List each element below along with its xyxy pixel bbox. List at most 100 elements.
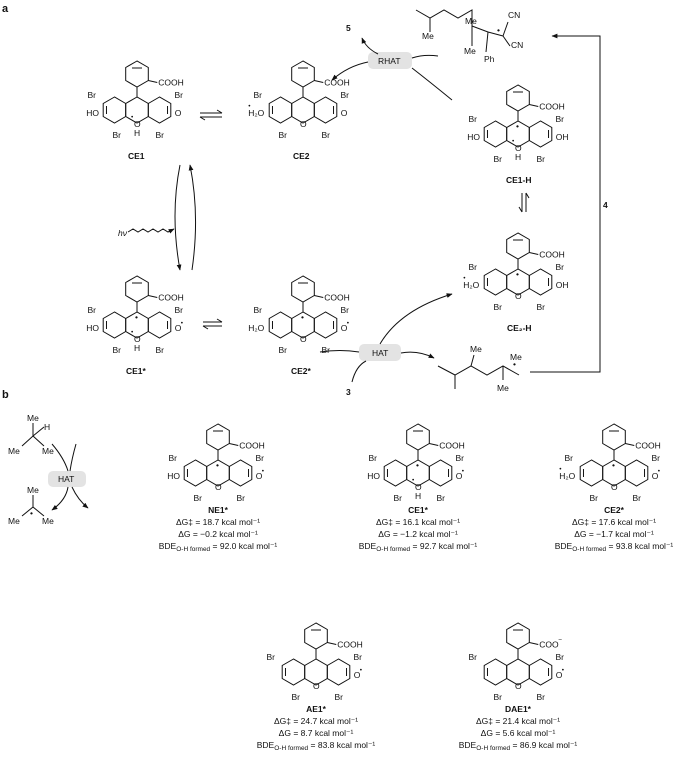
carboxyl-label: COOH	[324, 78, 350, 88]
compound-card: CE2* ΔG‡ = 17.6 kcal mol⁻¹ ΔG = −1.7 kcal …	[555, 505, 674, 553]
arrow-to-ce1h	[411, 67, 453, 101]
radical-dot: •	[30, 508, 33, 518]
bde-subscript: O-H formed	[176, 546, 210, 553]
radical-dot: •	[248, 103, 251, 110]
radical-dot: •	[262, 468, 265, 475]
bde-subscript: O-H formed	[476, 745, 510, 752]
carboxyl-label: COOH	[439, 441, 465, 451]
bromine-label: Br	[291, 692, 300, 702]
activation-energy: ΔG‡ = 17.6 kcal mol⁻¹	[572, 517, 656, 527]
compound-name: NE1*	[208, 505, 229, 515]
bond-dissociation-energy: BDEO-H formed = 92.7 kcal mol⁻¹	[359, 541, 478, 553]
left-substituent-label: H₂O	[248, 108, 264, 118]
bde-label: BDE	[257, 740, 275, 750]
bromine-label: Br	[256, 453, 265, 463]
relaxation-arrow	[188, 164, 197, 271]
bromine-label: Br	[633, 493, 642, 503]
bromine-label: Br	[437, 493, 446, 503]
arrow-to-product-5	[361, 37, 379, 55]
panel-label-a: a	[2, 3, 9, 15]
left-substituent-label: H₂O	[463, 280, 479, 290]
carboxyl-label: COOH	[539, 250, 565, 260]
ring-oxygen-label: O	[415, 482, 422, 492]
right-substituent-label: O	[354, 670, 361, 680]
methyl-label: Me	[42, 516, 54, 526]
hat-label-inset: HAT	[58, 474, 74, 484]
carboxyl-label: COOH	[158, 78, 184, 88]
reaction-energy: ΔG = −1.7 kcal mol⁻¹	[574, 529, 654, 539]
compound-name: CE1	[128, 151, 145, 161]
excitation-arrow	[174, 164, 182, 271]
radical-dot: •	[497, 25, 500, 35]
compound-name: DAE1*	[505, 704, 532, 714]
right-substituent-label: O	[175, 108, 182, 118]
bromine-label: Br	[175, 90, 184, 100]
alkyl-radical: Me Me Me •	[437, 344, 522, 393]
bromine-label: Br	[175, 305, 184, 315]
radical-dot: •	[658, 468, 661, 475]
radical-dot: •	[512, 138, 515, 145]
ring-oxygen-label: O	[313, 681, 320, 691]
activation-energy: ΔG‡ = 24.7 kcal mol⁻¹	[274, 716, 358, 726]
bromine-label: Br	[335, 692, 344, 702]
methyl-label: Me	[464, 46, 476, 56]
bde-label: BDE	[459, 740, 477, 750]
methyl-label: Me	[8, 516, 20, 526]
right-substituent-label: O	[556, 670, 563, 680]
bond-dissociation-energy: BDEO-H formed = 86.9 kcal mol⁻¹	[459, 740, 578, 752]
activation-energy: ΔG‡ = 16.1 kcal mol⁻¹	[376, 517, 460, 527]
arrow-number-4: 4	[603, 200, 608, 210]
left-substituent-label: HO	[467, 132, 480, 142]
radical-dot: •	[559, 466, 562, 473]
bromine-label: Br	[556, 652, 565, 662]
bromine-label: Br	[112, 345, 121, 355]
right-substituent-label: O	[256, 471, 263, 481]
left-substituent-label: HO	[167, 471, 180, 481]
compound-name: CE1*	[126, 366, 147, 376]
radical-dot: •	[216, 460, 219, 470]
bromine-label: Br	[278, 345, 287, 355]
ring-oxygen-label: O	[215, 482, 222, 492]
ring-oxygen-label: O	[134, 334, 141, 344]
nitrile-label: CN	[511, 40, 523, 50]
reaction-energy: ΔG = −0.2 kcal mol⁻¹	[178, 529, 258, 539]
bromine-label: Br	[468, 262, 477, 272]
radical-dot: •	[516, 269, 519, 279]
radical-dot: •	[360, 667, 363, 674]
bde-value: = 83.8 kcal mol⁻¹	[308, 740, 375, 750]
ring-oxygen-label: O	[134, 119, 141, 129]
carboxyl-label: COOH	[337, 640, 363, 650]
bromine-label: Br	[354, 652, 363, 662]
activation-energy: ΔG‡ = 18.7 kcal mol⁻¹	[176, 517, 260, 527]
bromine-label: Br	[278, 130, 287, 140]
bromine-label: Br	[87, 305, 96, 315]
left-substituent-label: HO	[86, 108, 99, 118]
arrow-4-loop	[530, 33, 601, 373]
bde-label: BDE	[555, 541, 573, 551]
ring-h-label: H	[415, 491, 421, 501]
phenyl-label: Ph	[484, 54, 495, 64]
compound-name: CE2*	[604, 505, 625, 515]
bde-label: BDE	[159, 541, 177, 551]
rhat-badge	[368, 52, 412, 69]
bromine-label: Br	[266, 652, 275, 662]
bde-subscript: O-H formed	[572, 546, 606, 553]
methyl-label: Me	[470, 344, 482, 354]
hat-label: HAT	[372, 348, 388, 358]
compound-card: AE1*ΔG‡ = 24.7 kcal mol⁻¹ΔG = 8.7 kcal m…	[257, 704, 376, 752]
carboxyl-label: COOH	[539, 102, 565, 112]
ring-h-label: H	[134, 343, 140, 353]
right-substituent-label: O	[652, 471, 659, 481]
bromine-label: Br	[456, 453, 465, 463]
methyl-label: Me	[27, 485, 39, 495]
radical-dot: •	[131, 329, 134, 336]
compound-card: CE1*ΔG‡ = 16.1 kcal mol⁻¹ΔG = −1.2 kcal …	[359, 505, 478, 553]
right-substituent-label: OH	[556, 280, 569, 290]
bromine-label: Br	[564, 453, 573, 463]
